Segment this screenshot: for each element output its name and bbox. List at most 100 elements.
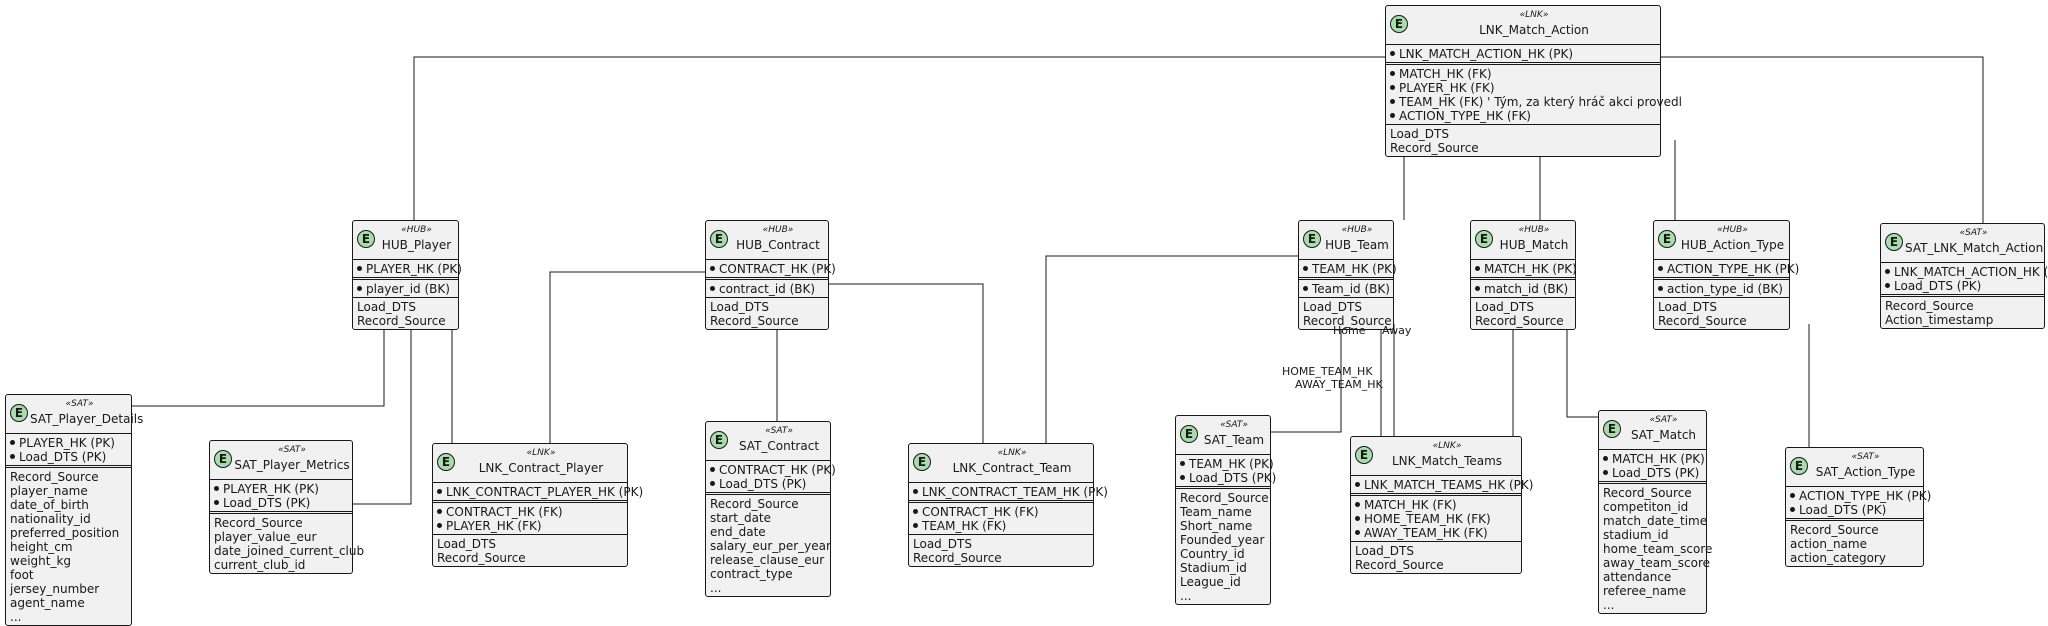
section-bk: player_id (BK) <box>353 277 458 297</box>
attribute-row: end_date <box>710 525 826 539</box>
attribute-text: ... <box>10 610 22 624</box>
attribute-row: Load_DTS <box>913 537 1089 551</box>
attribute-row: Record_Source <box>710 314 824 328</box>
entity-icon: E <box>1180 425 1198 443</box>
entity-icon: E <box>913 453 931 471</box>
attribute-row: foot <box>10 568 127 582</box>
attribute-row: Load_DTS <box>1475 300 1571 314</box>
attribute-text: player_value_eur <box>214 530 317 544</box>
entity-icon: E <box>1475 230 1493 248</box>
attribute-row: ... <box>1180 589 1266 603</box>
attribute-text: weight_kg <box>10 554 72 568</box>
relationship-line <box>1566 324 1598 418</box>
attribute-row: preferred_position <box>10 526 127 540</box>
attribute-text: Load_DTS <box>1355 544 1414 558</box>
entity-name: HUB_Team <box>1325 238 1389 252</box>
attribute-text: CONTRACT_HK (PK) <box>719 463 836 477</box>
key-bullet-icon <box>1355 502 1360 507</box>
attribute-row: Team_id (BK) <box>1303 282 1390 296</box>
attribute-row: Record_Source <box>357 314 454 328</box>
entity-icon: E <box>1303 230 1321 248</box>
attribute-row: Load_DTS (PK) <box>214 496 348 510</box>
entity-header: E«SAT»SAT_Contract <box>706 422 830 460</box>
attribute-text: PLAYER_HK (PK) <box>223 482 319 496</box>
entity-icon: E <box>1790 457 1808 475</box>
section-bk: Team_id (BK) <box>1299 277 1393 297</box>
attribute-text: MATCH_HK (PK) <box>1484 262 1577 276</box>
attribute-text: action_type_id (BK) <box>1667 282 1783 296</box>
attribute-row: referee_name <box>1603 584 1702 598</box>
attribute-row: player_id (BK) <box>357 282 454 296</box>
entity-name: HUB_Contract <box>736 238 820 252</box>
attribute-row: Load_DTS <box>1303 300 1389 314</box>
attribute-text: competiton_id <box>1603 500 1689 514</box>
attribute-text: Load_DTS (PK) <box>1612 466 1700 480</box>
section-key: CONTRACT_HK (PK) <box>706 259 836 277</box>
attribute-text: CONTRACT_HK (FK) <box>922 505 1039 519</box>
entity-icon: E <box>1885 233 1903 251</box>
attribute-row: action_name <box>1790 537 1919 551</box>
attribute-row: Record_Source <box>1603 486 1702 500</box>
attribute-text: agent_name <box>10 596 85 610</box>
attribute-text: Record_Source <box>1475 314 1564 328</box>
attribute-row: Founded_year <box>1180 533 1266 547</box>
entity-icon: E <box>710 431 728 449</box>
attribute-text: foot <box>10 568 34 582</box>
entity-icon: E <box>214 450 232 468</box>
attribute-text: Stadium_id <box>1180 561 1247 575</box>
attribute-row: Load_DTS (PK) <box>1790 503 1919 517</box>
attribute-row: nationality_id <box>10 512 127 526</box>
attribute-row: Stadium_id <box>1180 561 1266 575</box>
entity-header: E«LNK»LNK_Contract_Player <box>433 444 627 482</box>
section-key: TEAM_HK (PK) <box>1299 259 1397 277</box>
attribute-text: Load_DTS <box>1390 127 1449 141</box>
section-fk: MATCH_HK (FK)PLAYER_HK (FK)TEAM_HK (FK) … <box>1386 62 1682 124</box>
attribute-text: contract_id (BK) <box>719 282 816 296</box>
section-fk: CONTRACT_HK (FK)PLAYER_HK (FK) <box>433 500 627 534</box>
entity-name: SAT_Player_Metrics <box>234 458 350 472</box>
entity-icon: E <box>437 453 455 471</box>
entity-name: SAT_Player_Details <box>30 412 144 426</box>
attribute-row: Record_Source <box>10 470 127 484</box>
attribute-row: contract_id (BK) <box>710 282 824 296</box>
attribute-row: Load_DTS <box>437 537 623 551</box>
attribute-text: match_date_time <box>1603 514 1708 528</box>
entity-icon: E <box>357 230 375 248</box>
attribute-row: attendance <box>1603 570 1702 584</box>
section-bk: contract_id (BK) <box>706 277 828 297</box>
attribute-text: Record_Source <box>357 314 446 328</box>
attribute-row: Record_Source <box>1390 141 1656 155</box>
entity-header: E«HUB»HUB_Action_Type <box>1654 221 1789 259</box>
attribute-row: ... <box>710 581 826 595</box>
entity-stereotype: «HUB» <box>401 225 432 235</box>
attribute-text: Team_name <box>1180 505 1252 519</box>
attribute-row: TEAM_HK (FK) ' Tým, za který hráč akci p… <box>1390 95 1682 109</box>
entity-stereotype: «SAT» <box>1649 415 1678 425</box>
attribute-text: AWAY_TEAM_HK (FK) <box>1364 526 1488 540</box>
entity-stereotype: «LNK» <box>1519 10 1549 20</box>
attribute-text: release_clause_eur <box>710 553 825 567</box>
attribute-row: LNK_MATCH_ACTION_HK (PK) <box>1390 47 1656 61</box>
entity-stereotype: «SAT» <box>765 426 793 436</box>
attribute-row: Record_Source <box>1355 558 1517 572</box>
entity-name: LNK_Match_Teams <box>1391 454 1503 468</box>
key-bullet-icon <box>214 486 219 491</box>
